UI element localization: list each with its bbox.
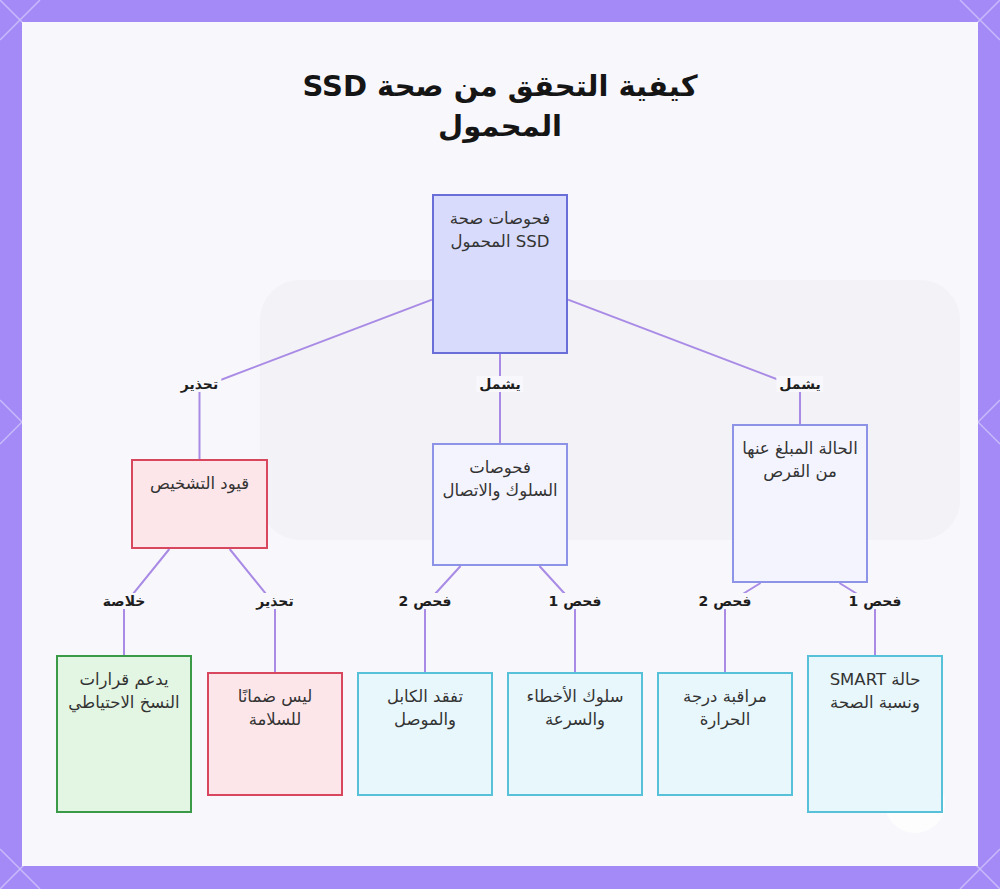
summary-box: يدعم قرارات النسخ الاحتياطي	[56, 655, 192, 813]
check-box: مراقبة درجة الحرارة	[657, 672, 793, 796]
node-text: سلوك الأخطاء والسرعة	[517, 686, 633, 732]
node-text: تفقد الكابل والموصل	[367, 686, 483, 732]
edge-label: خلاصة	[100, 593, 149, 609]
edge-label: يشمل	[476, 376, 523, 392]
edge-label: فحص 2	[696, 593, 755, 609]
edge-label: فحص 2	[396, 593, 455, 609]
connector-line	[200, 300, 433, 459]
category-box: الحالة المبلغ عنها من القرص	[732, 424, 868, 583]
warning-box: ليس ضمانًا للسلامة	[207, 672, 343, 796]
node-text: مراقبة درجة الحرارة	[667, 686, 783, 732]
connector-line	[539, 566, 575, 672]
node-text: فحوصات السلوك والاتصال	[442, 457, 558, 503]
inner-panel	[22, 22, 978, 866]
edge-label: فحص 1	[846, 593, 905, 609]
edge-label: فحص 1	[546, 593, 605, 609]
connector-line	[499, 354, 501, 443]
node-text: الحالة المبلغ عنها من القرص	[742, 438, 858, 484]
node-text: يدعم قرارات النسخ الاحتياطي	[66, 669, 182, 715]
check-box: تفقد الكابل والموصل	[357, 672, 493, 796]
node-text: قيود التشخيص	[141, 473, 258, 496]
category-box: فحوصات السلوك والاتصال	[432, 443, 568, 566]
root-box: فحوصات صحة SSD المحمول	[432, 194, 568, 354]
connector-line	[568, 300, 800, 424]
diagram-title: كيفية التحقق من صحة SSD المحمول	[260, 66, 740, 146]
node-text: ليس ضمانًا للسلامة	[217, 686, 333, 732]
node-text: فحوصات صحة SSD المحمول	[442, 208, 558, 254]
check-box: حالة SMART ونسبة الصحة	[807, 655, 943, 813]
connector-line	[230, 549, 275, 672]
check-box: سلوك الأخطاء والسرعة	[507, 672, 643, 796]
edge-label: تحذير	[253, 593, 296, 609]
edge-label: يشمل	[776, 376, 823, 392]
edge-label: تحذير	[178, 376, 221, 392]
connector-line	[425, 566, 461, 672]
node-text: حالة SMART ونسبة الصحة	[817, 669, 933, 715]
warning-box: قيود التشخيص	[131, 459, 268, 549]
